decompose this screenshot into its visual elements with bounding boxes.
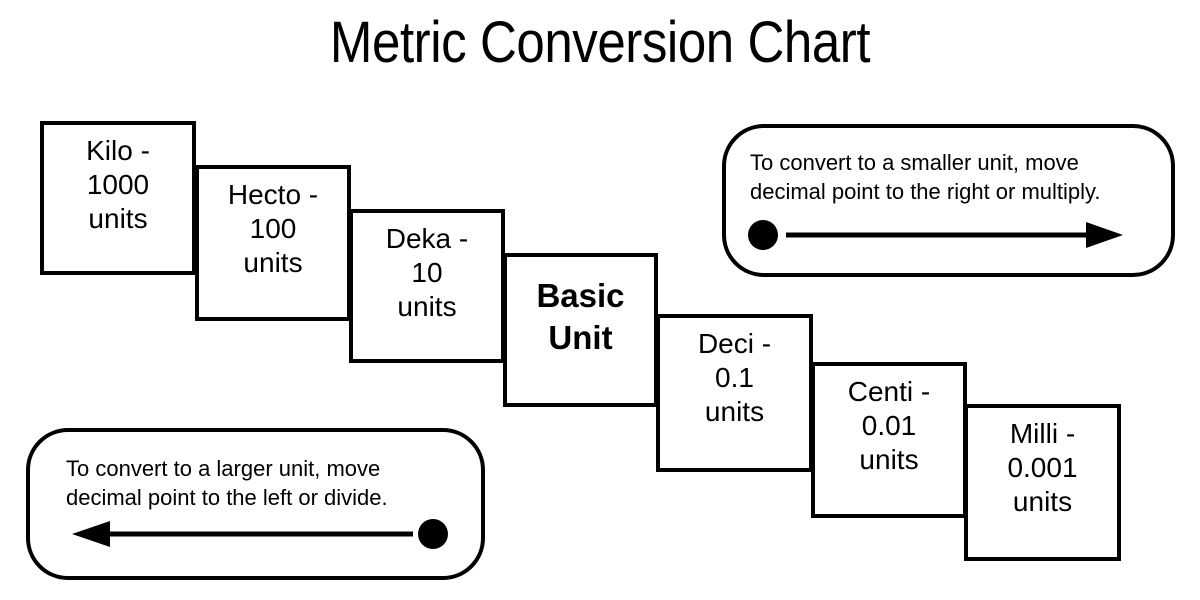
step-box-kilo: Kilo - 1000 units — [40, 121, 196, 275]
step-label-centi: Centi - 0.01 units — [847, 376, 931, 475]
arrow-right-group — [748, 218, 1148, 252]
callout-smaller-unit: To convert to a smaller unit, move decim… — [722, 124, 1175, 277]
step-box-milli: Milli - 0.001 units — [964, 404, 1121, 561]
arrow-right-icon — [786, 222, 1123, 248]
step-label-milli: Milli - 0.001 units — [1007, 418, 1078, 517]
step-label-hecto: Hecto - 100 units — [227, 179, 319, 278]
step-box-deci: Deci - 0.1 units — [656, 314, 813, 472]
step-box-centi: Centi - 0.01 units — [811, 362, 967, 518]
step-label-kilo: Kilo - 1000 units — [86, 135, 150, 234]
step-label-basic-unit: Basic Unit — [536, 277, 625, 356]
page-title: Metric Conversion Chart — [329, 10, 871, 75]
step-label-deka: Deka - 10 units — [385, 223, 469, 322]
arrow-left-group — [68, 517, 468, 551]
callout-larger-unit-text: To convert to a larger unit, move decima… — [66, 456, 388, 510]
arrow-left-icon — [72, 521, 413, 547]
decimal-point-dot-left — [418, 519, 448, 549]
callout-larger-unit: To convert to a larger unit, move decima… — [26, 428, 485, 580]
step-box-basic-unit: Basic Unit — [503, 253, 658, 407]
decimal-point-dot-right — [748, 220, 778, 250]
step-box-hecto: Hecto - 100 units — [195, 165, 351, 321]
step-label-deci: Deci - 0.1 units — [697, 328, 772, 427]
callout-smaller-unit-text: To convert to a smaller unit, move decim… — [750, 150, 1101, 204]
step-box-deka: Deka - 10 units — [349, 209, 505, 363]
